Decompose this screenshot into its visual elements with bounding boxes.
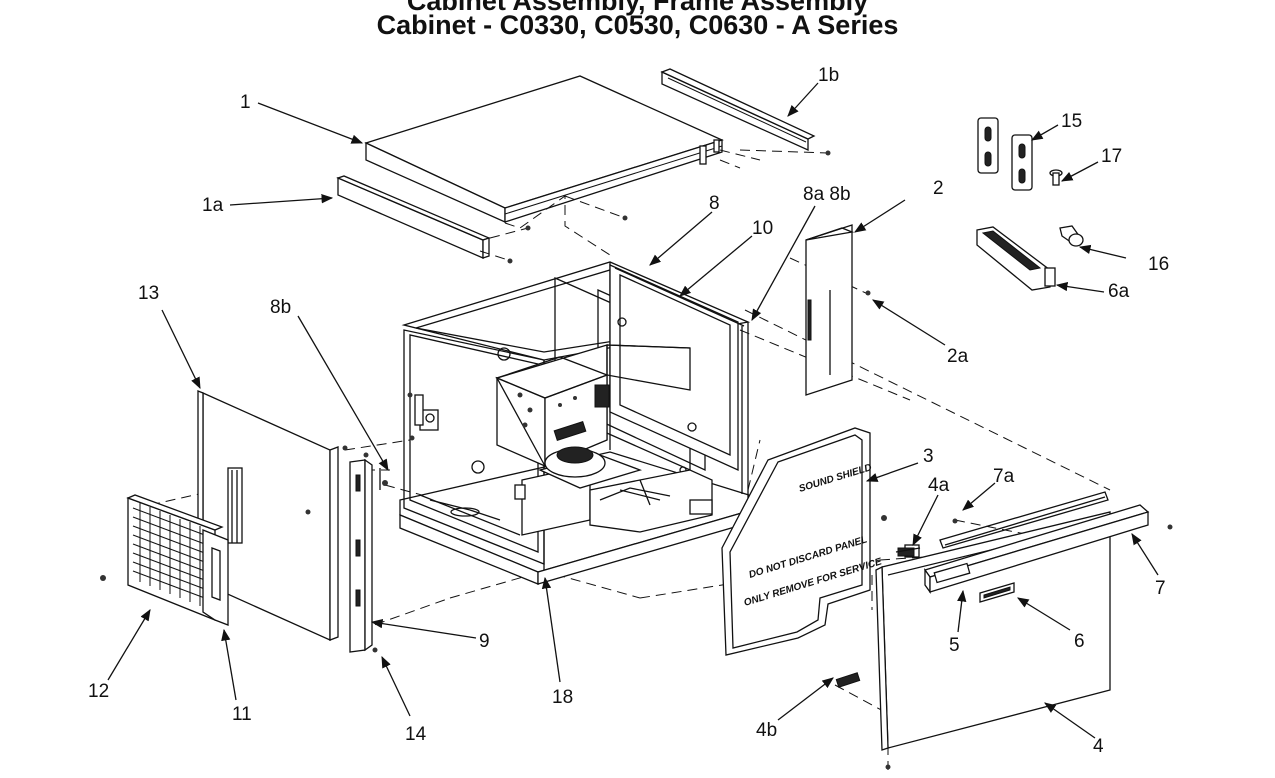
callout-5: 5 <box>949 635 960 656</box>
part-left-side-panel <box>197 390 339 642</box>
callout-8b: 8b <box>270 297 291 318</box>
callout-2a: 2a <box>947 346 969 367</box>
callout-7: 7 <box>1155 578 1166 599</box>
page-title: Cabinet - C0330, C0530, C0630 - A Series <box>376 10 899 40</box>
callout-1a: 1a <box>202 195 224 216</box>
callout-labels: 1 1a 1b 2 2a 3 4 4a 4b 5 6 6a 7 7a 8 8a … <box>88 65 1169 757</box>
fasteners <box>100 150 891 770</box>
part-16 <box>1059 225 1084 247</box>
callout-8: 8 <box>709 193 720 214</box>
callout-15: 15 <box>1061 111 1082 132</box>
part-top-rear-trim <box>660 68 816 152</box>
callout-12: 12 <box>88 681 109 702</box>
callout-4a: 4a <box>928 475 950 496</box>
part-right-rear-panel <box>805 224 871 396</box>
callout-11: 11 <box>232 704 252 725</box>
callout-6: 6 <box>1074 631 1085 652</box>
callout-10: 10 <box>752 218 773 239</box>
callout-1: 1 <box>240 92 251 113</box>
callout-16: 16 <box>1148 254 1169 275</box>
callout-6a: 6a <box>1108 281 1130 302</box>
callout-13: 13 <box>138 283 159 304</box>
callout-8a-8b: 8a 8b <box>803 184 851 205</box>
callout-leaders <box>107 82 1159 739</box>
callout-4b: 4b <box>756 720 777 741</box>
callout-2: 2 <box>933 178 944 199</box>
callout-18: 18 <box>552 687 573 708</box>
part-left-corner-post <box>349 458 388 653</box>
part-front-grille <box>126 494 229 626</box>
part-17 <box>1049 169 1063 186</box>
callout-4: 4 <box>1093 736 1104 757</box>
part-sound-shield: SOUND SHIELD DO NOT DISCARD PANEL ONLY R… <box>721 427 887 656</box>
callout-14: 14 <box>405 724 427 745</box>
part-top-panel <box>364 75 724 224</box>
callout-3: 3 <box>923 446 934 467</box>
callout-17: 17 <box>1101 146 1122 167</box>
callout-1b: 1b <box>818 65 839 86</box>
part-6a <box>976 226 1056 291</box>
part-handle-6 <box>979 582 1015 603</box>
callout-9: 9 <box>479 631 490 652</box>
part-15 <box>977 117 1033 191</box>
part-4a <box>895 547 921 557</box>
main-frame <box>399 261 753 585</box>
part-top-front-trim <box>336 175 491 259</box>
part-front-trim-7 <box>923 491 1173 595</box>
callout-7a: 7a <box>993 466 1015 487</box>
partial-top-title: Cabinet Assembly, Frame Assembly <box>406 0 869 16</box>
